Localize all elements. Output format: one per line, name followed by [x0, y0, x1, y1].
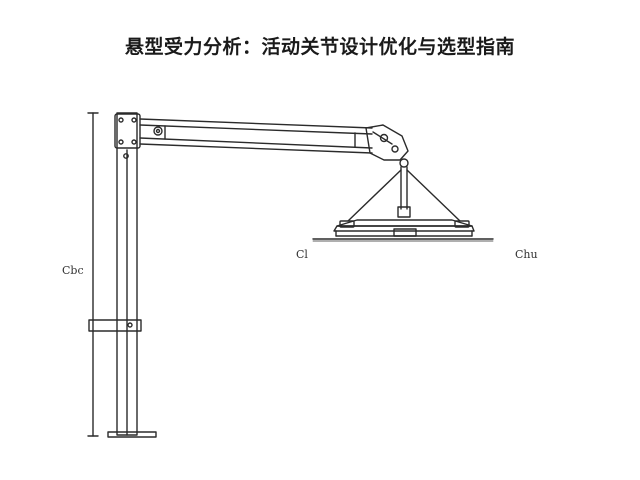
- boom-arm: [139, 118, 373, 154]
- height-label: Cbc: [62, 264, 84, 277]
- spreader-beam: [333, 219, 475, 237]
- support-column: [107, 112, 157, 438]
- boom-pivot-pin-center: [155, 128, 161, 134]
- hanger-rod: [397, 166, 411, 218]
- suspension-cables: [347, 169, 461, 222]
- center-right-label: Chu: [515, 248, 538, 261]
- articulated-joint: [365, 124, 409, 168]
- reference-line: [312, 238, 494, 242]
- center-left-label: Cl: [296, 248, 308, 261]
- top-mount-plate: [114, 113, 141, 159]
- height-dimension-line: [87, 112, 99, 437]
- page-title: 悬型受力分析：活动关节设计优化与选型指南: [124, 36, 515, 58]
- column-clamp: [88, 319, 142, 332]
- boom-pivot-pin: [153, 126, 163, 136]
